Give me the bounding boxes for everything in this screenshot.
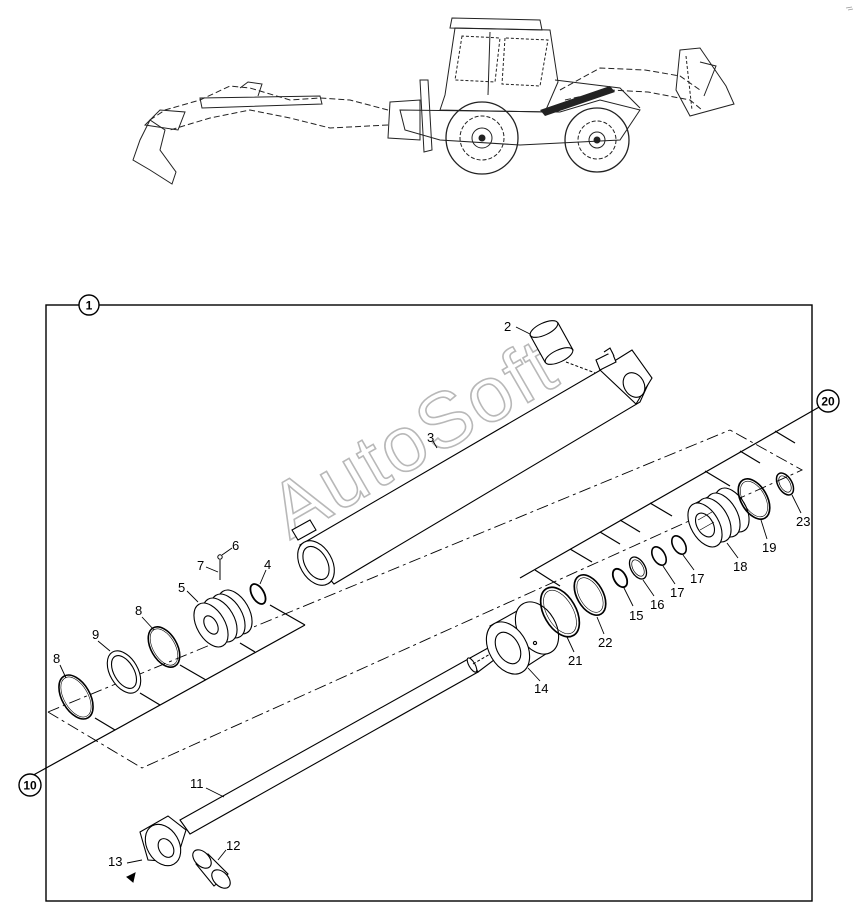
corner-mark [845, 6, 854, 11]
label-17a: 17 [670, 585, 684, 600]
svg-text:20: 20 [821, 395, 835, 409]
assembly-frame [45, 304, 813, 902]
part-14-cylinder-head [485, 601, 560, 675]
callout-main: 1 [78, 294, 100, 316]
label-4: 4 [264, 557, 271, 572]
label-5: 5 [178, 580, 185, 595]
label-23: 23 [796, 514, 810, 529]
label-8: 8 [135, 603, 142, 618]
part-9-seal-ring [106, 650, 142, 694]
label-9: 9 [92, 627, 99, 642]
label-2: 2 [504, 319, 511, 334]
callout-group-20: 20 [816, 389, 840, 413]
label-16: 16 [650, 597, 664, 612]
label-14: 14 [534, 681, 548, 696]
label-11: 11 [190, 776, 204, 791]
part-16-ring-inner [631, 559, 645, 577]
part-22-seal [573, 574, 607, 616]
part-21-seal [539, 586, 581, 638]
label-17b: 17 [690, 571, 704, 586]
label-3: 3 [427, 430, 434, 445]
backhoe-loader-illustration [132, 17, 735, 185]
part-19-ring-inner [740, 480, 768, 518]
part-21-seal-inner [543, 589, 577, 635]
part-17-ring-a [650, 546, 668, 566]
part-16-ring [628, 556, 648, 580]
label-21: 21 [568, 653, 582, 668]
leader-lines [59, 326, 802, 864]
label-12: 12 [226, 838, 240, 853]
group-20-bracket [519, 401, 829, 587]
part-5-piston [193, 589, 253, 648]
label-15: 15 [629, 608, 643, 623]
part-8-wear-ring-left [58, 674, 94, 720]
part-22-seal-inner [576, 577, 604, 613]
svg-text:1: 1 [86, 299, 93, 313]
part-17-ring-b [670, 535, 688, 555]
group-10-bracket [27, 604, 306, 779]
part-13-grease-fitting [126, 872, 136, 883]
label-19: 19 [762, 540, 776, 555]
label-7: 7 [197, 558, 204, 573]
part-23-ring-inner [778, 475, 792, 493]
part-6-7-set-screw [217, 554, 223, 580]
part-23-ring [775, 472, 795, 496]
part-18-piston-guide [687, 487, 750, 548]
part-19-ring [737, 478, 771, 520]
part-4-o-ring [249, 583, 267, 605]
part-number-labels: 2 3 4 5 6 7 8 9 8 11 12 13 14 15 16 17 1… [53, 319, 810, 869]
label-22: 22 [598, 635, 612, 650]
kit-outline [47, 429, 804, 769]
part-15-ring [611, 567, 629, 589]
part-3-cylinder-barrel [291, 347, 653, 586]
label-6: 6 [232, 538, 239, 553]
part-8-wear-ring [147, 626, 181, 668]
part-2-bushing [529, 320, 574, 365]
callout-group-10: 10 [18, 773, 42, 797]
label-13: 13 [108, 854, 122, 869]
part-11-piston-rod [139, 647, 495, 867]
label-8-left: 8 [53, 651, 60, 666]
label-18: 18 [733, 559, 747, 574]
part-12-bushing [192, 849, 231, 889]
svg-text:10: 10 [23, 779, 37, 793]
part-8-wear-ring-left-inner [60, 676, 92, 718]
